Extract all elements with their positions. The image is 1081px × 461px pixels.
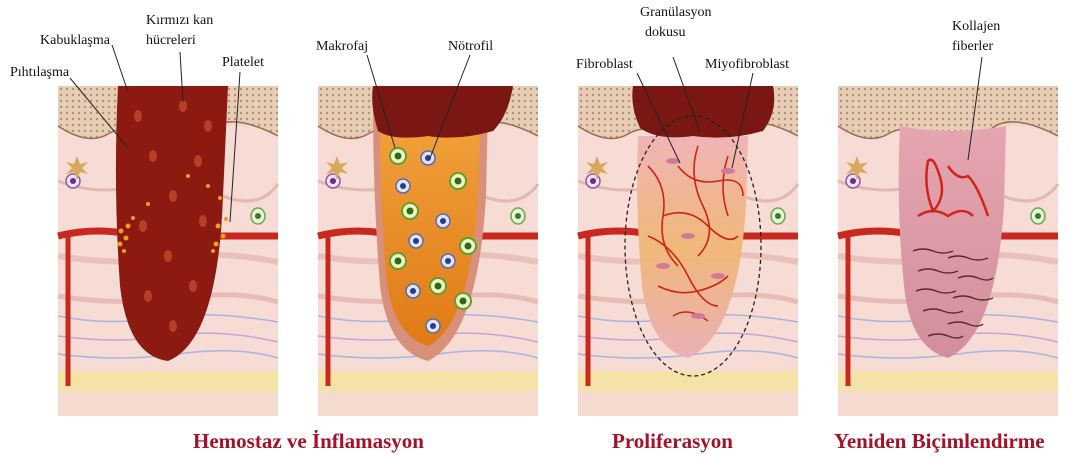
label-kollajen: Kollajen	[952, 19, 1000, 34]
panel-inflammation	[318, 86, 538, 416]
label-kabuklasma: Kabuklaşma	[40, 33, 111, 48]
label-fibroblast: Fibroblast	[576, 57, 633, 72]
label-fiberler: fiberler	[952, 39, 994, 54]
panel-proliferation	[578, 86, 798, 416]
label-notrofil: Nötrofil	[448, 39, 493, 54]
caption-proliferation: Proliferasyon	[612, 429, 733, 453]
caption-remodeling: Yeniden Biçimlendirme	[834, 429, 1045, 453]
stage-captions: Hemostaz ve İnflamasyon Proliferasyon Ye…	[193, 429, 1045, 453]
label-kirmizi-kan: Kırmızı kan	[146, 13, 213, 28]
label-miyofibroblast: Miyofibroblast	[705, 57, 789, 72]
label-hucreleri: hücreleri	[146, 33, 196, 48]
caption-hemostasis-inflammation: Hemostaz ve İnflamasyon	[193, 429, 424, 453]
label-granulasyon: Granülasyon	[640, 5, 712, 20]
label-makrofaj: Makrofaj	[316, 39, 368, 54]
label-dokusu: dokusu	[645, 25, 685, 40]
labels: Kabuklaşma Kırmızı kan hücreleri Platele…	[10, 5, 1000, 80]
panel-remodeling	[838, 86, 1058, 416]
panel-hemostasis	[58, 86, 278, 416]
label-platelet: Platelet	[222, 55, 264, 70]
label-pihtilasma: Pıhtılaşma	[10, 65, 70, 80]
